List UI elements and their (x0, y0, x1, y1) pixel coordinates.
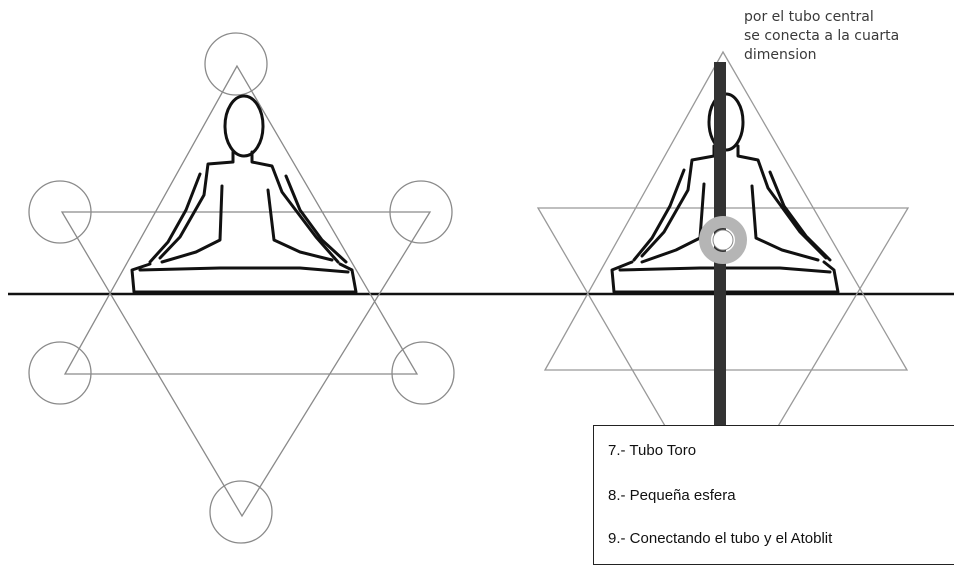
small-sphere-center (713, 230, 733, 250)
annotation-line: se conecta a la cuarta (744, 27, 944, 46)
left-figure-head (225, 96, 263, 156)
legend-box: 7.- Tubo Toro 8.- Pequeña esfera 9.- Con… (593, 425, 954, 565)
circle-lower-left (29, 342, 91, 404)
circle-top (205, 33, 267, 95)
legend-item-conectando: 9.- Conectando el tubo y el Atoblit (608, 530, 832, 547)
circle-lower-right (392, 342, 454, 404)
left-upward-triangle (65, 66, 417, 374)
legend-item-tubo-toro: 7.- Tubo Toro (608, 442, 696, 459)
left-downward-triangle (62, 212, 430, 516)
annotation-line: por el tubo central (744, 8, 944, 27)
legend-item-pequena-esfera: 8.- Pequeña esfera (608, 487, 736, 504)
tube-annotation: por el tubo central se conecta a la cuar… (744, 8, 944, 65)
annotation-line: dimension (744, 46, 944, 65)
left-vertex-circles (29, 33, 454, 543)
circle-bottom (210, 481, 272, 543)
